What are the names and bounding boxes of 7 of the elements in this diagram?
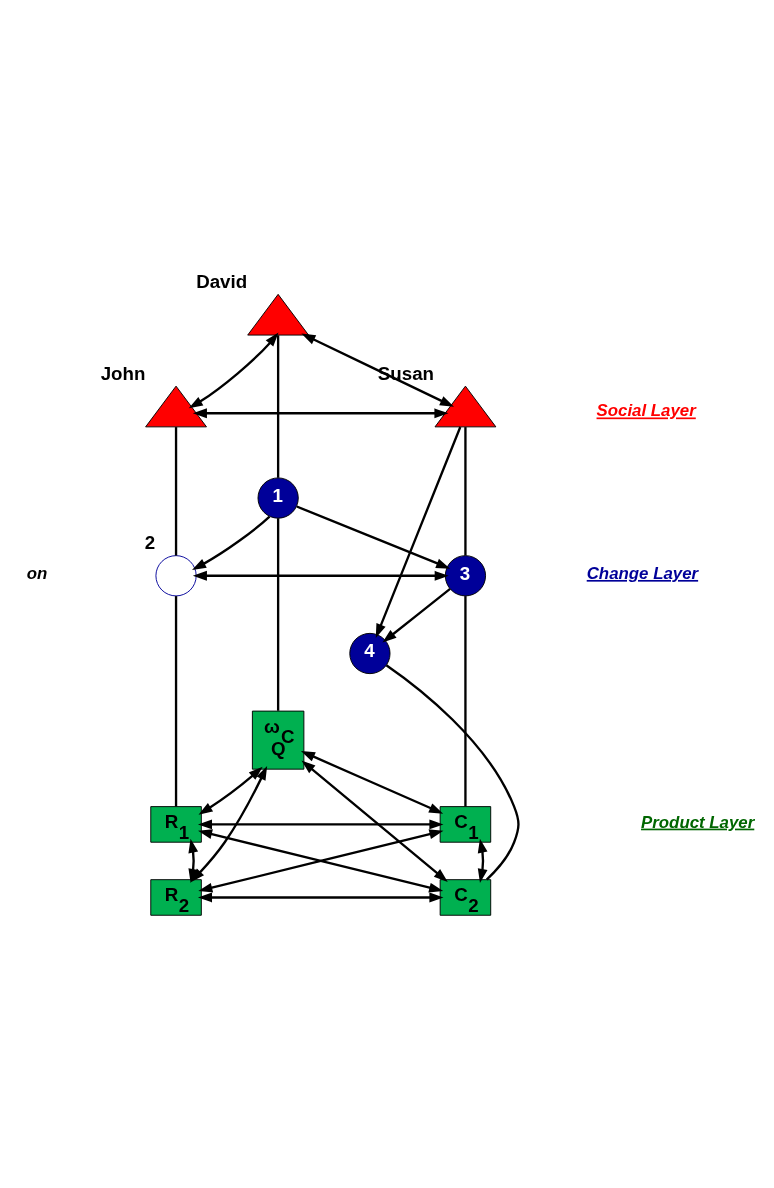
node-label: 2 [144, 531, 156, 553]
node-label: John [100, 362, 146, 384]
label: on [26, 563, 48, 583]
node-label: David [196, 270, 248, 292]
label: Product Layer [641, 812, 755, 832]
label: Change Layer [586, 563, 699, 583]
label: Social Layer [596, 400, 696, 420]
